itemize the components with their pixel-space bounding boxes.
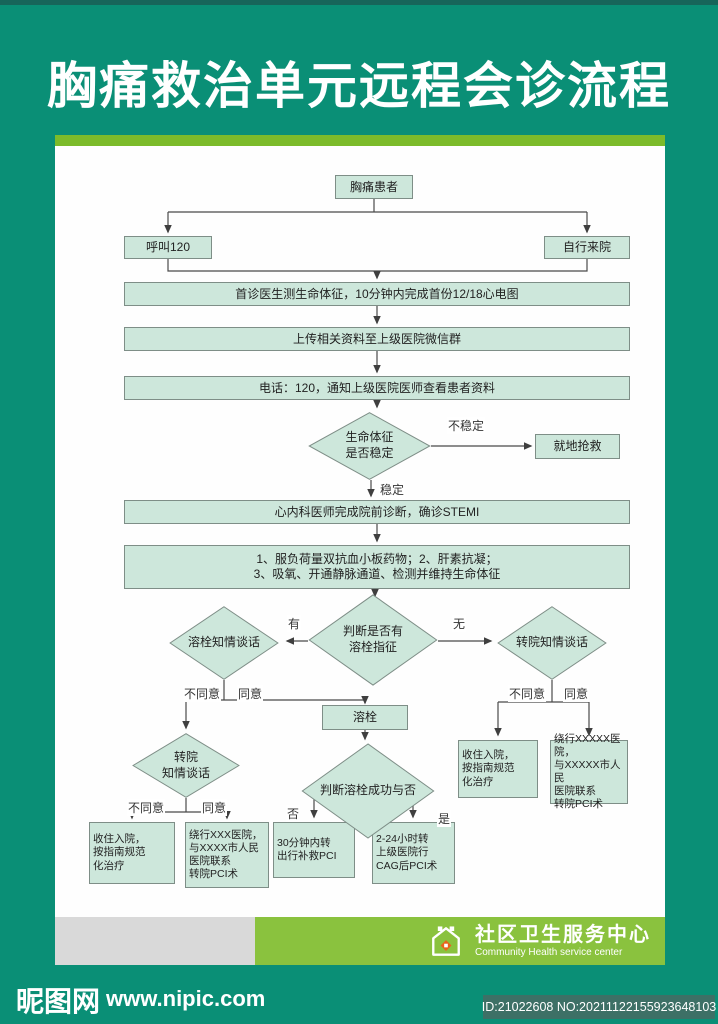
node-admit-guideline-right: 收住入院， 按指南规范 化治疗 — [458, 740, 538, 798]
node-upload-wechat: 上传相关资料至上级医院微信群 — [124, 327, 630, 351]
community-health-house-icon — [432, 926, 460, 956]
node-onsite-rescue: 就地抢救 — [535, 434, 620, 459]
diamond-shape — [169, 606, 279, 680]
edge-label-agree-lysis: 同意 — [237, 685, 264, 702]
edge-label-no-indication: 无 — [452, 615, 467, 632]
edge-label-has-indication: 有 — [287, 615, 302, 632]
decision-vitals-stable: 生命体征 是否稳定 — [308, 412, 431, 480]
node-cag-pci-2-24h: 2-24小时转 上级医院行 CAG后PCI术 — [372, 822, 455, 884]
diamond-shape — [132, 733, 240, 798]
diamond-shape — [301, 743, 435, 839]
panel-green-strip — [55, 135, 665, 146]
node-admit-guideline-left: 收住入院， 按指南规范 化治疗 — [89, 822, 175, 884]
node-phone-notify: 电话：120，通知上级医院医师查看患者资料 — [124, 376, 630, 400]
node-stemi-diagnosis: 心内科医师完成院前诊断，确诊STEMI — [124, 500, 630, 524]
decision-lysis-success: 判断溶栓成功与否 — [301, 743, 435, 839]
node-bypass-transfer-right: 绕行XXXXX医院， 与XXXXX市人民 医院联系 转院PCI术 — [550, 733, 628, 810]
node-patient: 胸痛患者 — [335, 175, 413, 199]
node-call-120: 呼叫120 — [124, 236, 212, 259]
diamond-shape — [308, 412, 431, 480]
footer-org-text: 社区卫生服务中心 Community Health service center — [475, 924, 651, 959]
edge-label-unstable: 不稳定 — [447, 417, 486, 434]
edge-label-disagree-transfer: 不同意 — [508, 685, 547, 702]
node-bypass-transfer-left: 绕行XXX医院， 与XXXX市人民 医院联系 转院PCI术 — [185, 822, 269, 888]
diamond-shape — [497, 606, 607, 680]
edge-label-disagree-transfer-2: 不同意 — [127, 799, 166, 816]
watermark-id-badge: ID:21022608 NO:20211122155923648103 — [482, 995, 716, 1019]
edge-label-lysis-succeeded: 是 — [437, 810, 452, 827]
org-name-cn: 社区卫生服务中心 — [475, 923, 651, 946]
decision-transfer-consent-talk-2: 转院 知情谈话 — [132, 733, 240, 798]
decision-lysis-indication: 判断是否有 溶栓指征 — [308, 594, 438, 686]
poster-title: 胸痛救治单元远程会诊流程 — [47, 58, 671, 114]
watermark-site-name: 昵图网 — [16, 986, 101, 1017]
node-pre-treatment: 1、服负荷量双抗血小板药物；2、肝素抗凝； 3、吸氧、开通静脉通道、检测并维持生… — [124, 545, 630, 589]
node-first-diagnosis: 首诊医生测生命体征，10分钟内完成首份12/18心电图 — [124, 282, 630, 306]
org-name-en: Community Health service center — [475, 946, 623, 958]
edge-label-disagree-lysis: 不同意 — [183, 685, 222, 702]
decision-lysis-consent-talk: 溶栓知情谈话 — [169, 606, 279, 680]
footer-green-band: 社区卫生服务中心 Community Health service center — [255, 917, 665, 965]
diamond-shape — [308, 594, 438, 686]
edge-label-agree-transfer: 同意 — [563, 685, 590, 702]
edge-label-stable: 稳定 — [379, 481, 406, 498]
decision-transfer-consent-talk: 转院知情谈话 — [497, 606, 607, 680]
footer-gray-band — [55, 917, 255, 965]
edge-label-lysis-failed: 否 — [286, 805, 301, 822]
node-lysis: 溶栓 — [322, 705, 408, 730]
node-self-arrival: 自行来院 — [544, 236, 630, 259]
node-rescue-pci-30min: 30分钟内转 出行补救PCI — [273, 822, 355, 878]
edge-label-agree-transfer-2: 同意 — [201, 799, 228, 816]
watermark-site-url: www.nipic.com — [106, 986, 266, 1011]
top-accent-strip — [0, 0, 718, 5]
